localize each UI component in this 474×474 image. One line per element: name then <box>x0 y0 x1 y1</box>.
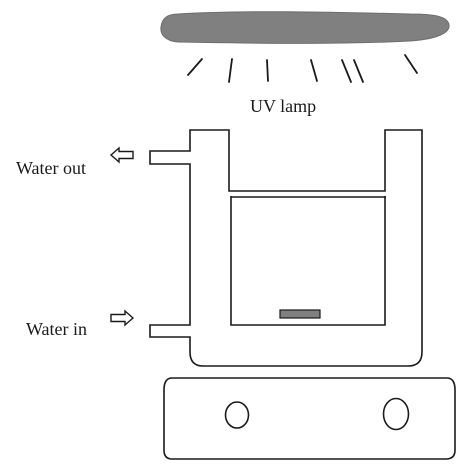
jacket-outer-wall <box>149 129 423 367</box>
uv-lamp-label: UV lamp <box>250 96 316 116</box>
uv-ray <box>266 59 269 82</box>
uv-ray <box>341 59 352 83</box>
uv-lamp-tube <box>160 11 450 44</box>
water-out-arrow <box>109 146 134 164</box>
water-in-label: Water in <box>26 319 87 339</box>
uv-ray <box>404 54 418 74</box>
inner-vessel-wall <box>230 196 386 326</box>
uv-rays <box>187 54 418 83</box>
water-out-label: Water out <box>16 158 86 178</box>
water-jacket <box>149 129 423 367</box>
base-unit-body <box>163 377 456 460</box>
water-in-arrow <box>110 309 135 327</box>
uv-ray <box>353 59 364 83</box>
base-knob-left <box>224 401 250 429</box>
uv-ray <box>310 59 318 82</box>
uv-lamp <box>160 11 450 44</box>
uv-ray <box>228 58 233 83</box>
base-unit <box>163 377 456 460</box>
arrow-right-icon <box>110 309 135 327</box>
arrow-left-icon <box>109 146 134 164</box>
uv-ray <box>187 58 203 76</box>
inner-vessel <box>230 196 386 326</box>
base-knob-right <box>382 397 410 431</box>
sample-plate <box>279 309 321 319</box>
